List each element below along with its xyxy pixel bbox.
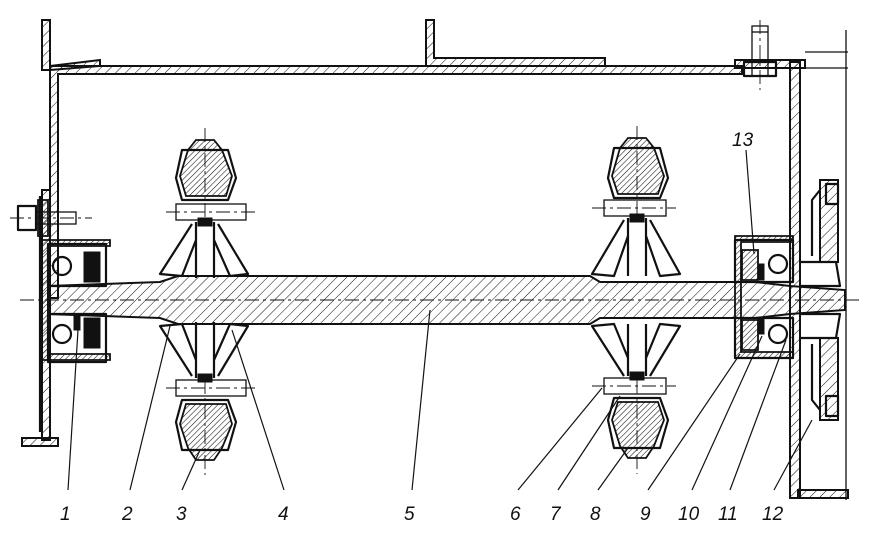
right-bearing-housing <box>733 235 795 360</box>
label-2: 2 <box>121 504 133 525</box>
housing-frame <box>21 19 849 500</box>
drive-pulley <box>800 179 842 421</box>
label-6: 6 <box>510 504 521 525</box>
leader-9 <box>647 353 741 491</box>
leader-5 <box>411 309 431 491</box>
leader-11 <box>729 339 787 491</box>
leader-4 <box>231 329 285 491</box>
label-9: 9 <box>640 504 651 525</box>
part-labels: 1 2 3 4 5 6 7 8 9 10 11 12 13 <box>60 130 784 525</box>
axle-shaft <box>20 275 860 325</box>
leader-2 <box>129 325 171 491</box>
label-5: 5 <box>404 504 415 525</box>
leader-1 <box>67 329 79 491</box>
label-3: 3 <box>176 504 187 525</box>
leader-3 <box>181 449 201 491</box>
left-wheel <box>158 128 256 475</box>
label-10: 10 <box>678 504 700 525</box>
label-7: 7 <box>550 504 562 525</box>
leader-12 <box>773 419 813 491</box>
leader-10 <box>691 335 763 491</box>
label-4: 4 <box>278 504 289 525</box>
leader-8 <box>597 447 629 491</box>
leader-7 <box>557 395 621 491</box>
leader-lines <box>67 149 813 491</box>
left-bearing-housing <box>41 239 111 364</box>
right-wheel <box>590 126 682 474</box>
label-1: 1 <box>60 504 71 525</box>
leader-6 <box>517 387 603 491</box>
label-11: 11 <box>718 504 738 525</box>
label-13: 13 <box>732 130 754 151</box>
label-12: 12 <box>762 504 784 525</box>
leader-13 <box>745 149 755 255</box>
side-bolt <box>10 199 92 237</box>
label-8: 8 <box>590 504 601 525</box>
housing-bolt <box>742 20 778 90</box>
